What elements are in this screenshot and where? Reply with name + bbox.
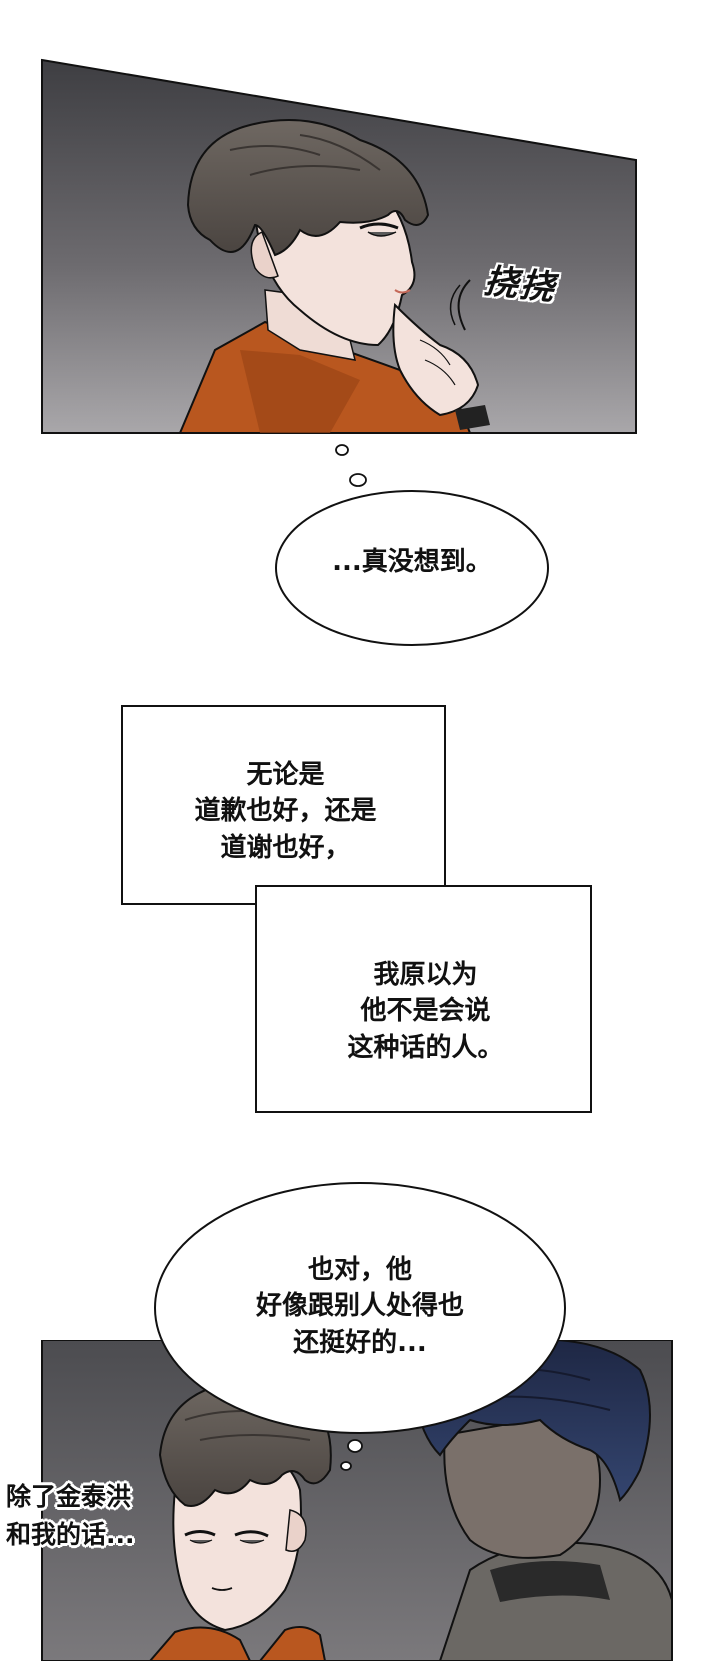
panel-2-caption-line-2: 和我的话...: [6, 1519, 135, 1549]
sfx-motion-lines: [449, 279, 471, 331]
thought-bubble-2-line-1: 也对，他: [307, 1255, 412, 1285]
panel-1: 挠挠: [0, 0, 720, 440]
panel-2-caption-line-1: 除了金泰洪: [6, 1482, 132, 1511]
thought-bubble-2: 也对，他 好像跟别人处得也 还挺好的...: [150, 1180, 570, 1480]
narration-box-1-line-3: 道谢也好，: [220, 832, 351, 863]
narration-box-join: [257, 887, 444, 903]
thought-bubble-2-shape: [154, 1182, 566, 1471]
narration-box-2-line-3: 这种话的人。: [347, 1032, 504, 1063]
thought-bubble-2-line-3: 还挺好的...: [293, 1327, 427, 1358]
narration-box-2: 我原以为 他不是会说 这种话的人。: [255, 885, 592, 1113]
narration-box-1: 无论是 道歉也好，还是 道谢也好，: [121, 705, 446, 905]
panel-1-artwork: [41, 58, 637, 434]
thought-bubble-2-line-2: 好像跟别人处得也: [255, 1291, 464, 1322]
thought-bubble-1-line: ...真没想到。: [332, 547, 492, 577]
thought-bubble-1-shape: [275, 444, 549, 646]
narration-box-1-line-2: 道歉也好，还是: [194, 796, 377, 827]
narration-box-2-line-2: 他不是会说: [360, 996, 491, 1027]
narration-box-1-line-1: 无论是: [246, 760, 325, 790]
thought-bubble-1: ...真没想到。: [270, 440, 550, 650]
narration-box-2-line-1: 我原以为: [373, 960, 478, 990]
